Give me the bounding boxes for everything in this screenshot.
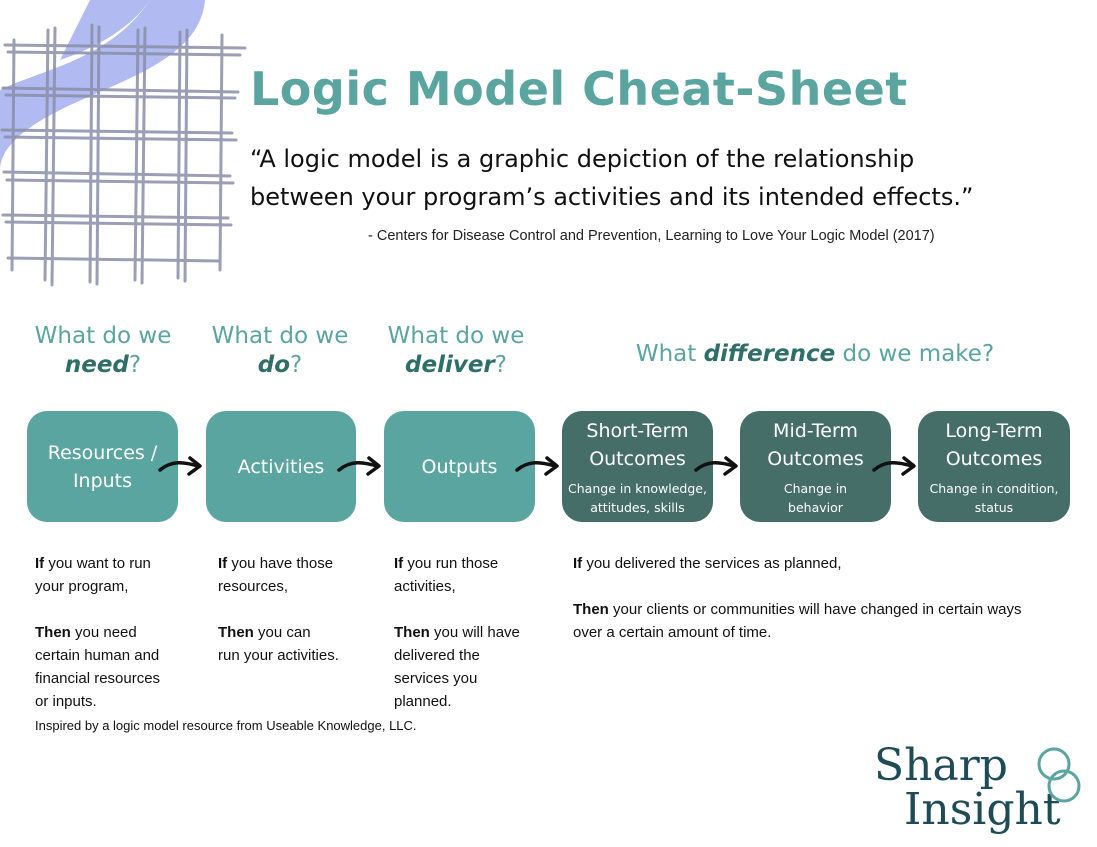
box-long-term-outcomes: Long-Term Outcomes Change in condition, … <box>918 411 1070 522</box>
ifthen-outcomes: If you delivered the services as planned… <box>573 552 1083 644</box>
box-subtitle-line-1: Change in condition, <box>929 480 1059 496</box>
box-subtitle-line-2: status <box>974 499 1014 515</box>
arrow-right-icon <box>515 456 559 476</box>
then-line-3: services you <box>394 670 478 687</box>
box-title-line-2: Outcomes <box>945 447 1043 470</box>
box-subtitle: Change in condition, status <box>930 479 1059 517</box>
box-title-line-2: Inputs <box>72 469 133 492</box>
box-title-line-1: Activities <box>237 455 325 478</box>
logo-rings-icon <box>1037 747 1081 803</box>
box-subtitle-line-1: Change in knowledge, <box>568 480 707 496</box>
then-line-2: certain human and <box>35 647 160 664</box>
arrow-right-icon <box>694 456 738 476</box>
question-suffix: do we make? <box>835 341 995 367</box>
arrow-right-icon <box>158 456 202 476</box>
box-resources-inputs: Resources / Inputs <box>27 411 178 522</box>
then-line-4: or inputs. <box>35 693 97 710</box>
page-title: Logic Model Cheat-Sheet <box>250 62 908 116</box>
decorative-grid-graphic <box>0 0 247 287</box>
box-title-line-1: Resources / <box>47 441 158 464</box>
if-line-1: you delivered the services as planned, <box>582 555 842 572</box>
ifthen-activities: If you have those resources, Then you ca… <box>218 552 388 667</box>
box-title-line-2: Outcomes <box>589 447 686 470</box>
question-suffix: ? <box>128 352 142 378</box>
box-outputs: Outputs <box>384 411 535 522</box>
then-line-2: delivered the <box>394 647 480 664</box>
if-word: If <box>573 555 583 572</box>
footer-credit: Inspired by a logic model resource from … <box>35 718 417 733</box>
if-word: If <box>35 555 45 572</box>
then-word: Then <box>573 601 609 618</box>
quote-line-1: “A logic model is a graphic depiction of… <box>250 145 915 173</box>
box-title-line-1: Mid-Term <box>773 419 858 442</box>
question-suffix: ? <box>290 352 303 378</box>
question-emphasis: need <box>64 352 129 378</box>
if-line-2: activities, <box>394 578 456 595</box>
box-title-line-1: Short-Term <box>586 419 689 442</box>
quote-citation: - Centers for Disease Control and Preven… <box>368 228 935 244</box>
box-subtitle: Change in behavior <box>784 479 847 517</box>
quote-line-2: between your program’s activities and it… <box>250 183 974 211</box>
then-line-3: financial resources <box>35 670 161 687</box>
then-word: Then <box>394 624 430 641</box>
then-line-1: your clients or communities will have ch… <box>608 601 1022 618</box>
then-word: Then <box>218 624 254 641</box>
sharp-insight-logo: Sharp Insight <box>870 740 1090 840</box>
box-activities: Activities <box>206 411 356 522</box>
then-line-4: planned. <box>394 693 452 710</box>
ifthen-inputs: If you want to run your program, Then yo… <box>35 552 205 713</box>
if-line-1: you have those <box>227 555 334 572</box>
arrow-right-icon <box>872 456 916 476</box>
then-line-1: you can <box>253 624 311 641</box>
box-short-term-outcomes: Short-Term Outcomes Change in knowledge,… <box>562 411 713 522</box>
logo-word-2: Insight <box>904 784 1061 835</box>
question-prefix: What do we <box>387 323 525 349</box>
box-title-line-1: Outputs <box>421 455 498 478</box>
if-word: If <box>218 555 228 572</box>
if-word: If <box>394 555 404 572</box>
arrow-right-icon <box>337 456 381 476</box>
box-subtitle-line-1: Change in <box>783 480 848 496</box>
box-subtitle: Change in knowledge, attitudes, skills <box>568 479 707 517</box>
question-prefix: What do we <box>211 323 349 349</box>
question-prefix: What <box>635 341 704 367</box>
logo-word-1: Sharp <box>874 740 1008 791</box>
then-line-1: you will have <box>429 624 520 641</box>
box-title-line-2: Outcomes <box>767 447 864 470</box>
then-line-2: over a certain amount of time. <box>573 624 772 641</box>
box-subtitle-line-2: behavior <box>788 499 843 515</box>
then-line-1: you need <box>70 624 137 641</box>
if-line-1: you want to run <box>44 555 151 572</box>
question-deliver: What do we deliver? <box>366 322 546 380</box>
then-word: Then <box>35 624 71 641</box>
question-difference: What difference do we make? <box>560 340 1070 369</box>
question-do: What do we do? <box>190 322 370 380</box>
then-line-2: run your activities. <box>218 647 339 664</box>
question-suffix: ? <box>494 352 507 378</box>
if-line-2: resources, <box>218 578 289 595</box>
question-emphasis: deliver <box>405 352 495 378</box>
box-subtitle-line-2: attitudes, skills <box>590 499 685 515</box>
if-line-1: you run those <box>403 555 499 572</box>
question-need: What do we need? <box>13 322 193 380</box>
box-mid-term-outcomes: Mid-Term Outcomes Change in behavior <box>740 411 891 522</box>
ifthen-outputs: If you run those activities, Then you wi… <box>394 552 564 713</box>
box-title-line-1: Long-Term <box>945 419 1043 442</box>
question-emphasis: do <box>257 352 291 378</box>
if-line-2: your program, <box>35 578 129 595</box>
definition-quote: “A logic model is a graphic depiction of… <box>250 140 1010 216</box>
question-prefix: What do we <box>34 323 172 349</box>
question-emphasis: difference <box>703 341 836 367</box>
